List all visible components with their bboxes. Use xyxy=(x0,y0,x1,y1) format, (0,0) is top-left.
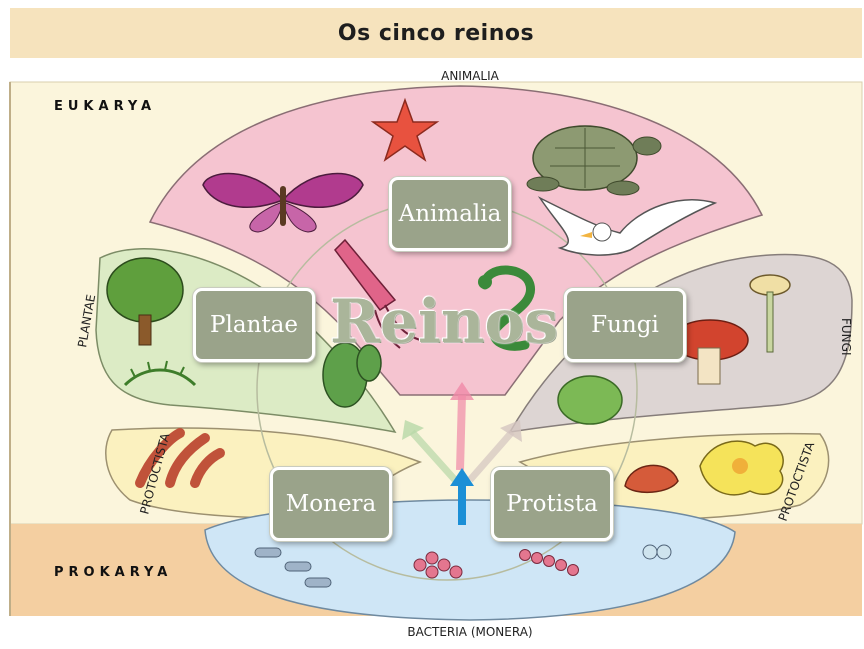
cactus-icon xyxy=(322,342,382,408)
snake-icon xyxy=(478,265,535,351)
amoeba-icon xyxy=(699,440,784,496)
animalia-region-label: ANIMALIA xyxy=(441,69,500,83)
kingdom-box-animalia[interactable]: Animalia xyxy=(389,177,511,251)
title-bar: Os cinco reinos xyxy=(10,8,862,58)
kingdom-box-protista[interactable]: Protista xyxy=(491,467,613,541)
kingdom-box-fungi[interactable]: Fungi xyxy=(564,288,686,362)
tree-icon xyxy=(106,257,184,346)
center-label: Reinos xyxy=(330,287,559,357)
bacteria-region-label: BACTERIA (MONERA) xyxy=(407,625,532,639)
bacteria-icon xyxy=(254,544,672,588)
page-title: Os cinco reinos xyxy=(337,20,535,46)
shell-icon xyxy=(624,464,679,494)
arrows xyxy=(402,382,522,525)
squid-icon xyxy=(334,238,421,349)
turtle-icon xyxy=(526,125,662,196)
starfish-icon xyxy=(370,97,440,162)
kingdom-box-monera[interactable]: Monera xyxy=(270,467,392,541)
fungi-region-label: FUNGI xyxy=(839,318,853,356)
bird-icon xyxy=(537,196,718,256)
coral-icon xyxy=(135,428,225,488)
fern-icon xyxy=(123,360,197,387)
kingdom-box-plantae[interactable]: Plantae xyxy=(193,288,315,362)
eukarya-label: EUKARYA xyxy=(54,99,156,114)
moss-icon xyxy=(557,375,623,425)
butterfly-icon xyxy=(202,172,364,233)
prokarya-label: PROKARYA xyxy=(54,565,172,580)
mushroom-icon xyxy=(671,274,791,385)
